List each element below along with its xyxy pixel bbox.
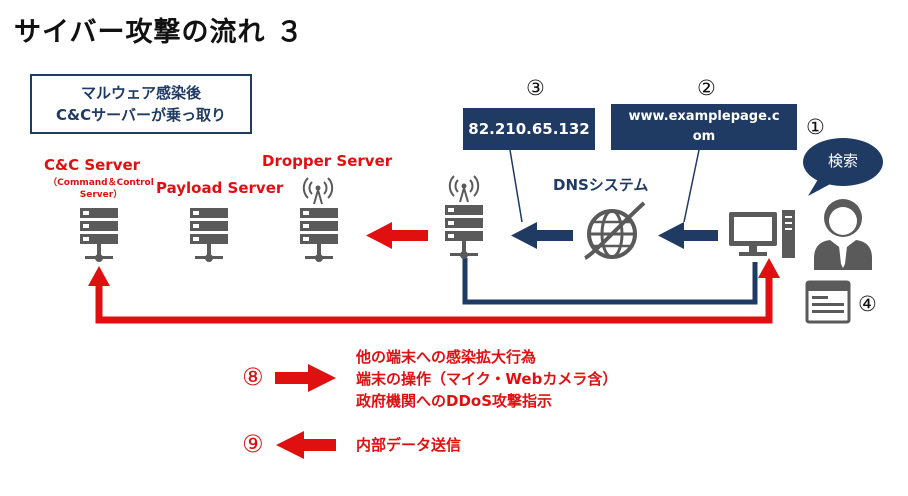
- cc-server-sublabel-1: （Command＆Control: [48, 178, 154, 188]
- callout-line2: C&Cサーバーが乗っ取り: [56, 106, 226, 124]
- browser-window-icon: [805, 280, 851, 324]
- cc-server-sublabel-2: Server）: [79, 190, 123, 200]
- step-3-number: ③: [526, 76, 545, 100]
- dns-gateway-arrow-shaft: [535, 230, 573, 241]
- callout-line1: マルウェア感染後: [80, 84, 201, 102]
- payload-server-icon: [190, 208, 228, 262]
- step-9-arrow-shaft: [302, 439, 336, 451]
- step-4-number: ④: [858, 292, 877, 316]
- ip-address-box: 82.210.65.132: [463, 108, 595, 150]
- cc-server-label: C&C Server: [44, 156, 141, 174]
- step-8-actions: 他の端末への感染拡大行為 端末の操作（マイク・Webカメラ含） 政府機関へのDD…: [356, 346, 617, 412]
- url-callout-line: [683, 149, 700, 223]
- dns-gateway-arrow-head: [511, 222, 537, 249]
- action-line-2: 端末の操作（マイク・Webカメラ含）: [356, 370, 618, 388]
- dropper-server-icon: [300, 208, 338, 262]
- pc-dns-arrow-head: [658, 222, 684, 249]
- action-line-1: 他の端末への感染拡大行為: [356, 348, 537, 366]
- search-speech-bubble: [803, 138, 883, 196]
- gateway-server-icon: [445, 205, 483, 259]
- globe-icon: [584, 201, 646, 260]
- dropper-server-label: Dropper Server: [262, 152, 393, 170]
- cc-connection-line: [95, 268, 773, 324]
- pc-arrowhead: [758, 258, 780, 278]
- url-line2: om: [692, 129, 716, 144]
- step-8-arrow-shaft: [275, 372, 309, 384]
- step-1-number: ①: [806, 115, 825, 139]
- dropper-red-arrow-head: [366, 222, 392, 249]
- step-2-number: ②: [697, 76, 716, 100]
- cc-arrowhead: [88, 266, 110, 286]
- gateway-antenna-icon: [448, 175, 480, 203]
- step-8-arrow-head: [308, 364, 336, 392]
- cc-server-icon: [80, 208, 118, 262]
- url-box: www.examplepage.c om: [611, 104, 797, 150]
- url-line1: www.examplepage.c: [628, 109, 780, 124]
- step-9-action: 内部データ送信: [356, 436, 462, 454]
- ip-callout-line: [509, 149, 523, 223]
- takeover-callout: マルウェア感染後 C&Cサーバーが乗っ取り: [30, 74, 252, 134]
- step-9-arrow-head: [276, 431, 304, 459]
- user-icon: [814, 199, 872, 270]
- step-9-number: ⑨: [242, 430, 264, 458]
- step-8-number: ⑧: [242, 363, 264, 391]
- search-bubble-text: 検索: [827, 152, 858, 170]
- dns-system-label: DNSシステム: [553, 176, 649, 194]
- pc-dns-arrow-shaft: [682, 230, 718, 241]
- dropper-antenna-icon: [302, 177, 334, 205]
- dropper-red-arrow-shaft: [390, 230, 428, 241]
- page-title: サイバー攻撃の流れ ３: [14, 17, 304, 48]
- payload-server-label: Payload Server: [156, 179, 284, 197]
- gateway-pc-line: [462, 258, 758, 305]
- desktop-pc-icon: [729, 210, 795, 258]
- action-line-3: 政府機関へのDDoS攻撃指示: [356, 392, 553, 410]
